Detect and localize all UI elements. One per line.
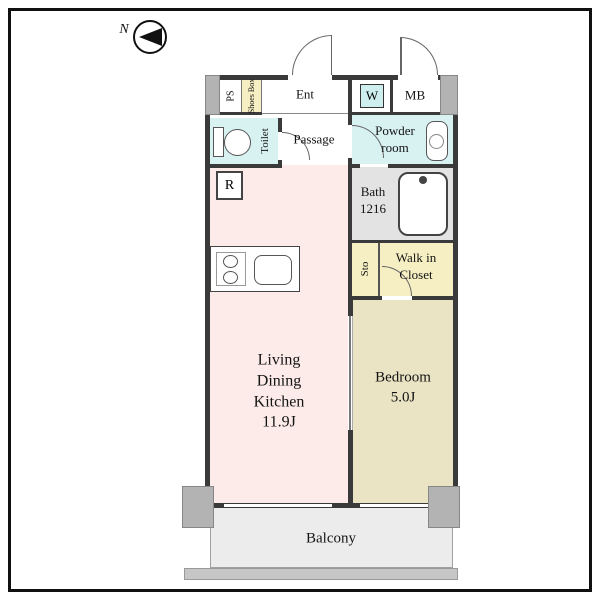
wall-segment xyxy=(348,158,352,168)
sink-icon xyxy=(254,255,292,285)
room-entrance xyxy=(262,80,348,113)
bath-label: Bath 1216 xyxy=(360,184,386,216)
wall-segment xyxy=(332,503,360,508)
pillar xyxy=(182,486,214,528)
wall-segment xyxy=(388,164,453,168)
sliding-door xyxy=(349,316,351,430)
washer-box: W xyxy=(360,84,384,108)
window-ldk-balcony xyxy=(224,503,332,508)
wall-segment xyxy=(205,112,262,115)
room-ldk xyxy=(210,165,348,503)
toilet-label: Toilet xyxy=(258,128,271,154)
ps-label: PS xyxy=(225,90,237,102)
washbasin-bowl-icon xyxy=(429,134,444,149)
pillar xyxy=(205,75,220,115)
north-label: N xyxy=(119,21,129,37)
wall-segment xyxy=(332,75,398,80)
wall-segment xyxy=(205,503,224,508)
stove-burner-icon xyxy=(223,255,238,268)
compass xyxy=(133,20,167,54)
wall-segment xyxy=(205,75,288,80)
washer-label: W xyxy=(365,88,379,103)
powder-room-label: Powder room xyxy=(375,123,415,155)
room-meter-box xyxy=(393,80,438,112)
stove-burner-icon xyxy=(223,271,238,284)
bedroom-label: Bedroom 5.0J xyxy=(375,369,431,406)
room-storage xyxy=(352,243,378,296)
wall-segment xyxy=(205,164,282,168)
wall-segment xyxy=(350,296,382,300)
wall-segment xyxy=(348,430,353,503)
storage-label: Sto xyxy=(358,261,371,277)
entry-step-line xyxy=(262,113,348,114)
wall-segment xyxy=(350,112,453,115)
wall-segment xyxy=(412,296,453,300)
entrance-door-leaf xyxy=(330,35,332,75)
wall-segment xyxy=(205,75,210,508)
entrance-door-arc xyxy=(292,35,332,75)
wall-segment xyxy=(378,243,380,297)
room-ps xyxy=(220,80,242,112)
window-bedroom-balcony xyxy=(360,503,447,508)
sliding-door xyxy=(352,316,353,430)
ldk-label: Living Dining Kitchen 11.9J xyxy=(253,351,305,431)
balcony-area xyxy=(210,508,453,568)
walk-in-closet-label: Walk in Closet xyxy=(395,250,437,282)
shoes-box-label: Shoes Box xyxy=(246,78,256,114)
balcony-edge-bar xyxy=(184,568,458,580)
passage-label: Passage xyxy=(293,131,335,147)
toilet-bowl-icon xyxy=(224,129,251,156)
fridge-box: R xyxy=(216,171,243,200)
bath-faucet-icon xyxy=(419,176,427,184)
pillar xyxy=(440,75,458,115)
wall-segment xyxy=(348,296,353,316)
wall-segment xyxy=(390,75,393,115)
room-bedroom xyxy=(353,300,453,503)
wall-segment xyxy=(453,75,458,508)
wall-segment xyxy=(350,240,453,243)
wall-segment xyxy=(348,75,352,125)
toilet-tank-icon xyxy=(213,127,224,157)
entrance-label: Ent xyxy=(295,86,315,102)
mb-label: MB xyxy=(404,87,426,103)
mb-door-leaf xyxy=(400,37,402,75)
balcony-label: Balcony xyxy=(306,530,356,547)
wall-segment xyxy=(350,164,360,168)
wall-segment xyxy=(348,168,352,296)
fridge-label: R xyxy=(224,177,235,193)
mb-door-arc xyxy=(400,37,438,75)
pillar xyxy=(428,486,460,528)
room-shoes-box xyxy=(242,80,262,112)
wall-segment xyxy=(278,118,282,132)
